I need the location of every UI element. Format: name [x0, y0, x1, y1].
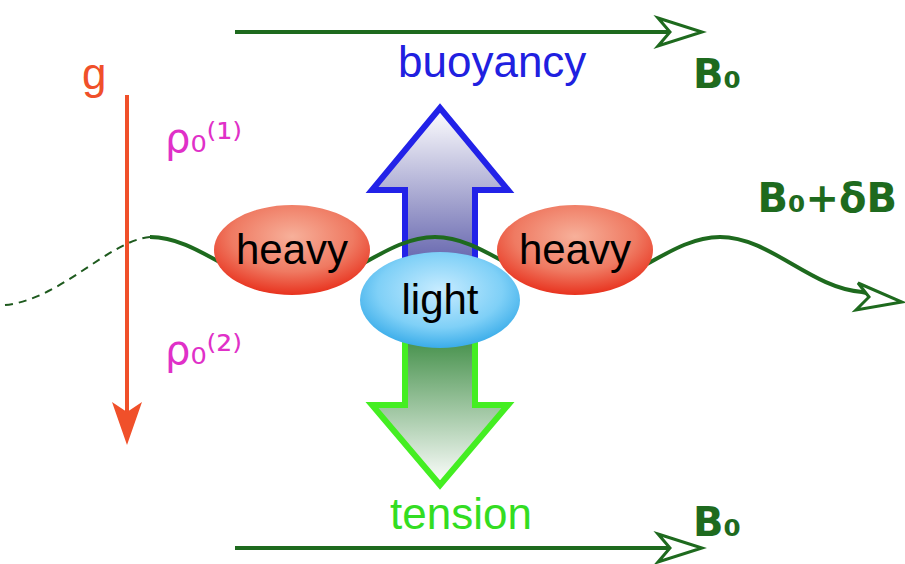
density-label: ρ₀⁽²⁾ — [165, 330, 242, 370]
region-text: heavy — [236, 229, 348, 271]
ellipse-shape — [360, 252, 520, 348]
ellipse-shape — [214, 205, 370, 295]
tension-arrow — [372, 330, 508, 485]
arrowhead — [112, 402, 142, 445]
node-content: heavy — [497, 205, 653, 295]
heavy-region: heavy — [497, 205, 653, 295]
region-text: light — [401, 279, 478, 321]
heavy-region: heavy — [214, 205, 370, 295]
field-line — [235, 546, 680, 550]
node-content: light — [360, 252, 520, 348]
node-content: heavy — [214, 205, 370, 295]
field-line-dashed — [5, 237, 150, 305]
field-line — [235, 30, 680, 34]
force-label: tension — [390, 492, 532, 536]
field-label: B₀ — [693, 54, 741, 94]
region-text: heavy — [519, 229, 631, 271]
force-label: buoyancy — [398, 40, 586, 84]
field-label: B₀ — [693, 502, 741, 542]
ellipse-shape — [497, 205, 653, 295]
density-label: ρ₀⁽¹⁾ — [165, 118, 242, 158]
arrowhead — [658, 18, 702, 46]
light-region: light — [360, 252, 520, 348]
gravity-arrow — [125, 95, 129, 415]
gravity-label: g — [82, 52, 106, 96]
field-label: B₀+δB — [758, 178, 898, 218]
arrowhead — [856, 283, 902, 310]
